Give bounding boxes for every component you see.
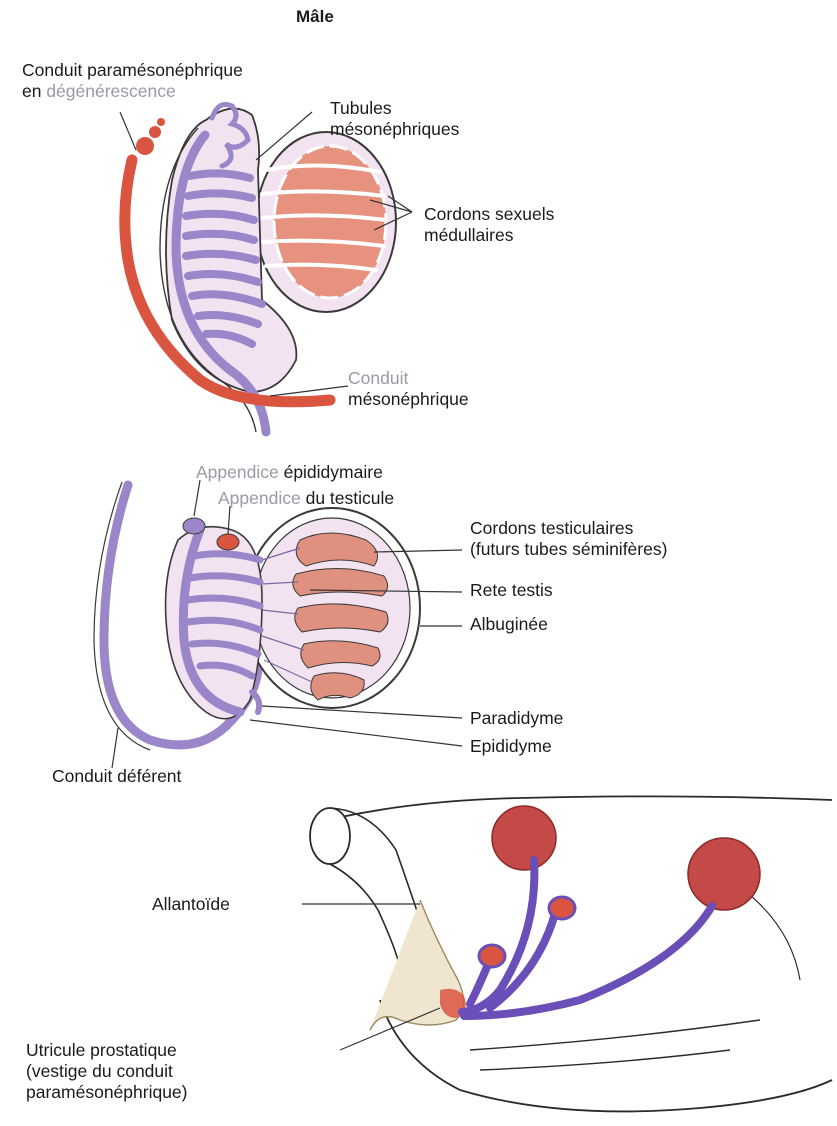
label-albuginea: Albuginée bbox=[470, 614, 548, 635]
label-prostatic-utricle-line3: paramésonéphrique) bbox=[26, 1082, 188, 1103]
paramesonephric-remnant-2 bbox=[149, 126, 161, 138]
appendix-blob-left bbox=[479, 945, 505, 967]
label-medullary-cords-line2: médullaires bbox=[424, 225, 554, 246]
label-paramesonephric-prefix: en bbox=[22, 81, 46, 101]
epididymal-appendix bbox=[183, 518, 205, 534]
testis-right bbox=[688, 838, 760, 910]
label-mesonephric-tubules-line2: mésonéphriques bbox=[330, 119, 459, 140]
testis-left bbox=[492, 806, 556, 870]
label-epididymal-appendix-grey: Appendice bbox=[196, 462, 279, 482]
paradidymis bbox=[252, 692, 259, 712]
label-paradidymis: Paradidyme bbox=[470, 708, 563, 729]
body-outline bbox=[336, 796, 832, 818]
label-mesonephric-duct-line2: mésonéphrique bbox=[348, 389, 469, 410]
label-medullary-cords: Cordons sexuels médullaires bbox=[424, 204, 554, 246]
label-testis-appendix: Appendice du testicule bbox=[218, 488, 394, 509]
testis-appendix bbox=[217, 534, 239, 550]
inner-curve-2 bbox=[480, 1050, 730, 1070]
label-vas-deferens: Conduit déférent bbox=[52, 766, 181, 787]
label-mesonephric-tubules-line1: Tubules bbox=[330, 98, 459, 119]
label-mesonephric-duct-line1: Conduit bbox=[348, 368, 469, 389]
label-prostatic-utricle-line1: Utricule prostatique bbox=[26, 1040, 188, 1061]
label-mesonephric-tubules: Tubules mésonéphriques bbox=[330, 98, 459, 140]
panel-2-drawing bbox=[94, 482, 420, 750]
label-testis-cords-line2: (futurs tubes séminifères) bbox=[470, 539, 667, 560]
label-medullary-cords-line1: Cordons sexuels bbox=[424, 204, 554, 225]
label-epididymal-appendix: Appendice épididymaire bbox=[196, 462, 383, 483]
label-rete-testis: Rete testis bbox=[470, 580, 553, 601]
paramesonephric-remnant-1 bbox=[136, 137, 154, 155]
label-allantois: Allantoïde bbox=[152, 894, 230, 915]
mesonephric-ducts-adult bbox=[462, 860, 712, 1016]
allantois-opening bbox=[310, 808, 350, 864]
label-paramesonephric-duct: Conduit paramésonéphrique en dégénéresce… bbox=[22, 60, 243, 102]
inner-curve-1 bbox=[470, 1020, 760, 1050]
diagram-title: Mâle bbox=[296, 6, 334, 27]
label-epididymal-appendix-text: épididymaire bbox=[279, 462, 383, 482]
label-testis-cords-line1: Cordons testiculaires bbox=[470, 518, 667, 539]
label-prostatic-utricle: Utricule prostatique (vestige du conduit… bbox=[26, 1040, 188, 1103]
paramesonephric-remnant-3 bbox=[157, 118, 165, 126]
label-paramesonephric-line2: en dégénérescence bbox=[22, 81, 243, 102]
label-epididymis: Epididyme bbox=[470, 736, 552, 757]
label-testis-cords: Cordons testiculaires (futurs tubes sémi… bbox=[470, 518, 667, 560]
label-testis-appendix-grey: Appendice bbox=[218, 488, 301, 508]
label-prostatic-utricle-line2: (vestige du conduit bbox=[26, 1061, 188, 1082]
label-mesonephric-duct: Conduit mésonéphrique bbox=[348, 368, 469, 410]
panel-3-drawing bbox=[310, 796, 832, 1111]
label-paramesonephric-line1: Conduit paramésonéphrique bbox=[22, 60, 243, 81]
appendix-blob-right bbox=[549, 897, 575, 919]
label-testis-appendix-text: du testicule bbox=[301, 488, 394, 508]
label-paramesonephric-degeneration: dégénérescence bbox=[46, 81, 175, 101]
